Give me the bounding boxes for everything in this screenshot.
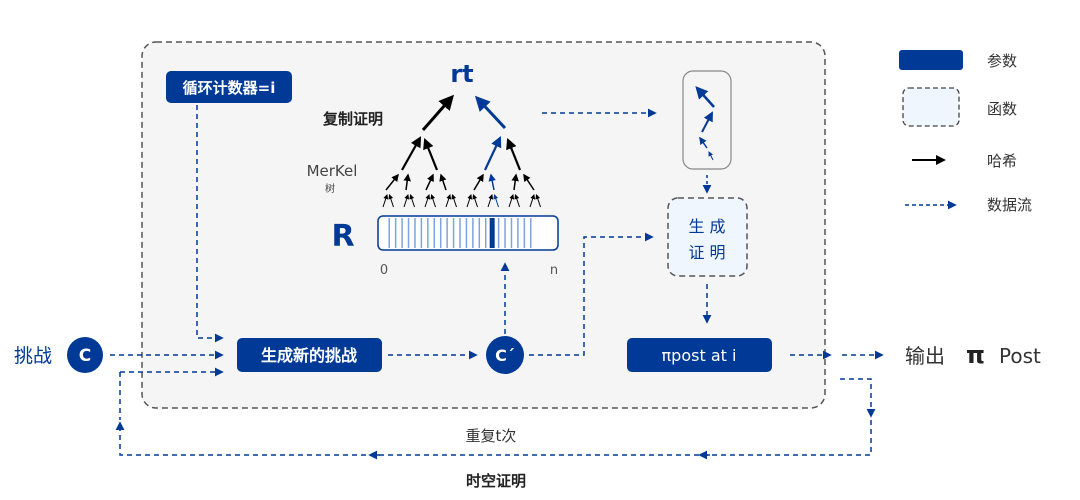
legend-label: 函数 xyxy=(987,100,1017,118)
path-arrow-icon xyxy=(695,86,715,108)
path-arrow-icon xyxy=(708,151,714,161)
hash-arrow xyxy=(439,173,447,191)
hash-arrow xyxy=(523,173,535,191)
replica-bar xyxy=(377,215,559,251)
challenge-label: 挑战 xyxy=(14,345,52,367)
path-arrow-icon xyxy=(701,111,713,133)
challenge-symbol: C xyxy=(79,346,91,366)
merkle-path-arrow xyxy=(493,194,499,208)
hash-arrow xyxy=(514,194,520,208)
merkle-path-arrow xyxy=(488,173,496,191)
path-arrow-icon xyxy=(699,136,708,149)
range-end-label: n xyxy=(550,263,558,278)
repeat-loop-line xyxy=(115,420,872,456)
hash-arrow xyxy=(473,173,484,191)
hash-arrow xyxy=(388,194,394,208)
hash-arrow xyxy=(529,194,536,208)
legend-label: 数据流 xyxy=(987,196,1032,214)
output-post-label: Post xyxy=(999,344,1041,368)
replication-proof-label: 复制证明 xyxy=(322,110,383,128)
range-start-label: 0 xyxy=(380,263,388,278)
function-swatch-icon xyxy=(902,87,960,127)
legend-label: 哈希 xyxy=(987,152,1017,170)
hash-arrow xyxy=(445,194,452,208)
hash-arrow xyxy=(425,173,434,191)
hash-arrow xyxy=(385,173,399,191)
new-challenge-circle: C´ xyxy=(486,336,524,374)
output-pi-symbol: π xyxy=(966,341,985,369)
generate-proof-line1: 生 成 xyxy=(688,217,725,236)
legend: 参数 函数 哈希 数据流 xyxy=(899,50,1032,214)
merkle-path-arrow xyxy=(484,136,502,171)
hash-arrow xyxy=(421,94,454,131)
merkle-path-box xyxy=(682,70,732,170)
hash-arrow xyxy=(466,194,473,208)
challenge-circle: C xyxy=(67,337,103,373)
repeat-down-arrow xyxy=(840,378,876,418)
hash-arrow xyxy=(401,136,422,171)
repeat-label: 重复t次 xyxy=(466,427,517,445)
proof-at-i-label: πpost at i xyxy=(662,346,737,365)
merkle-path-arrow xyxy=(474,95,507,130)
generate-proof-function: 生 成 证 明 xyxy=(667,197,748,277)
hash-arrow xyxy=(535,194,541,208)
new-challenge-label: 生成新的挑战 xyxy=(261,346,357,365)
hash-arrow xyxy=(487,194,494,208)
hash-arrow xyxy=(403,194,410,208)
hash-arrow xyxy=(472,194,478,208)
proof-at-i-parameter: πpost at i xyxy=(627,338,772,372)
hash-arrow xyxy=(382,194,389,208)
footer-title: 时空证明 xyxy=(466,472,526,490)
replica-label: R xyxy=(331,219,354,254)
hash-arrow xyxy=(403,173,411,191)
new-challenge-parameter: 生成新的挑战 xyxy=(237,338,382,372)
generate-proof-line2: 证 明 xyxy=(688,243,725,262)
hash-arrow xyxy=(508,194,515,208)
root-label: rt xyxy=(450,60,473,88)
hash-arrow xyxy=(409,194,415,208)
hash-arrow xyxy=(506,137,522,171)
counter-parameter: 循环计数器=i xyxy=(166,71,292,103)
hash-arrow xyxy=(424,194,431,208)
hash-arrow xyxy=(423,137,439,171)
hash-arrow xyxy=(430,194,436,208)
hash-arrow xyxy=(451,194,457,208)
merkle-tree xyxy=(382,94,541,208)
new-challenge-symbol: C´ xyxy=(495,346,515,365)
legend-label: 参数 xyxy=(987,52,1017,70)
merkle-tree-label: MerKel xyxy=(307,162,358,180)
hash-arrow xyxy=(511,173,519,191)
challenge-to-proof-arrow xyxy=(529,232,654,356)
counter-label: 循环计数器=i xyxy=(183,79,276,97)
output-label: 输出 xyxy=(905,344,945,368)
merkle-tree-sublabel: 树 xyxy=(325,182,335,195)
parameter-swatch-icon xyxy=(899,50,963,70)
